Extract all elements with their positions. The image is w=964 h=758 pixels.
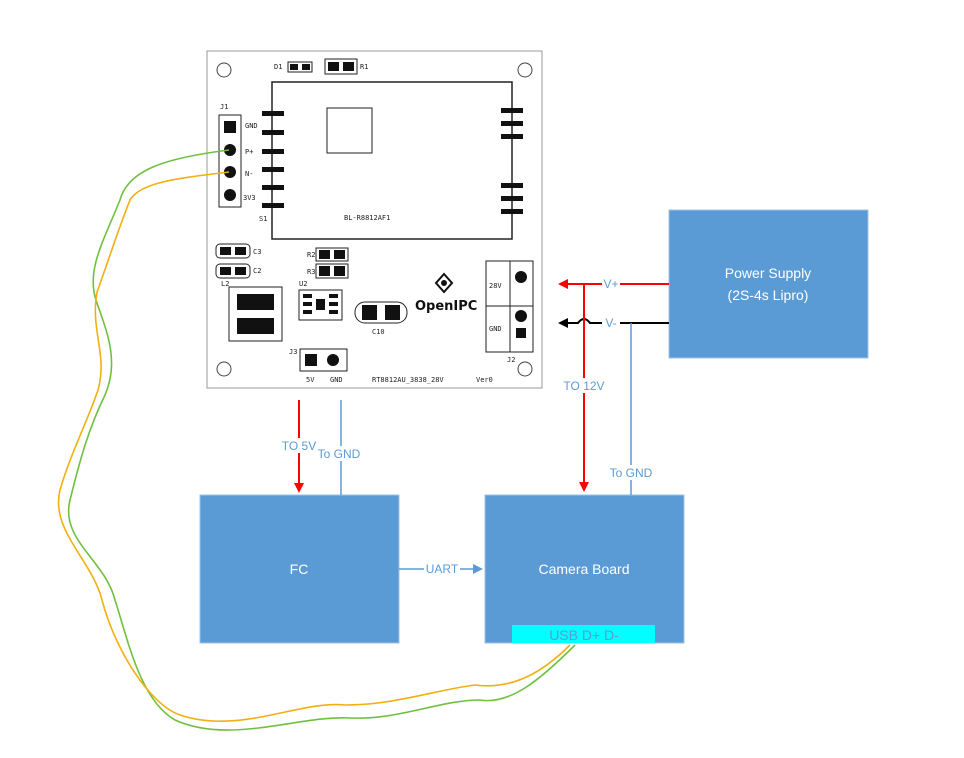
v-minus-label: V- <box>605 316 616 330</box>
board-name: RT8812AU_3838_28V <box>372 376 444 384</box>
d1-footprint <box>287 61 313 73</box>
board-version: Ver0 <box>476 376 493 384</box>
j1-label: J1 <box>220 103 228 111</box>
mounting-hole <box>216 62 232 78</box>
j2-pin-28v: 28V <box>489 282 502 290</box>
openipc-logo-icon <box>434 272 454 294</box>
uart-label: UART <box>426 562 459 576</box>
j1-connector <box>218 114 242 208</box>
camera-board-block: Camera Board <box>484 494 685 644</box>
j1-pin-gnd: GND <box>245 122 258 130</box>
c10-label: C10 <box>372 328 385 336</box>
usb-label-box: USB D+ D- <box>512 625 655 643</box>
l2-label: L2 <box>221 280 229 288</box>
fc-label: FC <box>290 561 309 577</box>
to-gnd-fc-label: To GND <box>318 447 361 461</box>
mounting-hole <box>216 361 232 377</box>
r1-label: R1 <box>360 63 368 71</box>
c3-label: C3 <box>253 248 261 256</box>
s1-label: S1 <box>259 215 267 223</box>
j1-pin-n: N- <box>245 170 253 178</box>
c2-label: C2 <box>253 267 261 275</box>
usb-label: USB D+ D- <box>549 627 619 643</box>
j2-label: J2 <box>507 356 515 364</box>
j3-label: J3 <box>289 348 297 356</box>
module-pads-left <box>262 111 284 208</box>
pcb-board: D1 R1 BL-R8812AF1 J1 <box>206 50 543 389</box>
r3-label: R3 <box>307 268 315 276</box>
j2-pin-gnd: GND <box>489 325 502 333</box>
openipc-logo-text: OpenIPC <box>415 299 477 314</box>
module-chip <box>326 107 373 154</box>
mounting-hole <box>517 62 533 78</box>
wifi-module <box>271 81 513 240</box>
to-gnd-camera-label: To GND <box>610 466 653 480</box>
to-5v-label: TO 5V <box>282 439 316 453</box>
to-12v-label: TO 12V <box>563 379 604 393</box>
j3-pin-gnd: GND <box>330 376 343 384</box>
module-pads-right <box>501 108 523 214</box>
j1-pin-p: P+ <box>245 148 253 156</box>
usb-wire-green <box>67 149 576 731</box>
v-plus-label: V+ <box>603 277 618 291</box>
power-supply-subtitle: (2S-4s Lipro) <box>728 287 809 303</box>
usb-wire-yellow <box>57 171 571 723</box>
fc-block: FC <box>199 494 400 644</box>
power-supply-title: Power Supply <box>725 265 811 281</box>
module-label: BL-R8812AF1 <box>344 214 390 222</box>
power-supply-block: Power Supply (2S-4s Lipro) <box>668 209 869 359</box>
camera-board-label: Camera Board <box>538 561 629 577</box>
j1-pin-3v3: 3V3 <box>243 194 256 202</box>
r2-label: R2 <box>307 251 315 259</box>
u2-label: U2 <box>299 280 307 288</box>
mounting-hole <box>517 361 533 377</box>
d1-label: D1 <box>274 63 282 71</box>
j3-pin-5v: 5V <box>306 376 315 384</box>
